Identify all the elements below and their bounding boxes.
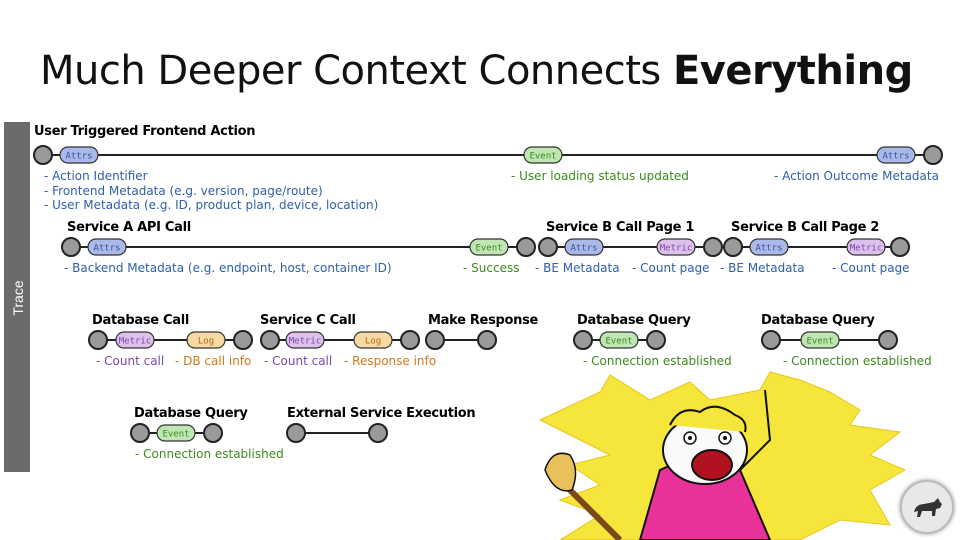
external-end-node	[368, 423, 388, 443]
note-frontend-3: - User Metadata (e.g. ID, product plan, …	[44, 198, 379, 212]
make-response-start-node	[425, 330, 445, 350]
db-query-1-end-node	[646, 330, 666, 350]
db-query-3-start-node	[130, 423, 150, 443]
cartoon-arm-raised	[739, 389, 772, 471]
cartoon-pupil-left	[688, 436, 692, 440]
service-c-start-node	[260, 330, 280, 350]
service-c-end-node	[400, 330, 420, 350]
db-query-2-start-node	[761, 330, 781, 350]
note-db-query-3: - Connection established	[135, 447, 284, 461]
frontend-event-label-1: Event	[529, 152, 556, 162]
cartoon-pupil-right	[723, 436, 727, 440]
span-title-db-query-3: Database Query	[134, 406, 248, 421]
note-db-call-log: - DB call info	[175, 354, 252, 368]
cartoon-hair	[669, 405, 747, 433]
service-a-attrs-label-0: Attrs	[93, 244, 120, 254]
service-b2-start-node	[723, 237, 743, 257]
service-b1-attrs-label-0: Attrs	[570, 244, 597, 254]
db-query-2-end-node	[878, 330, 898, 350]
db-query-1-event-pill-0	[599, 331, 639, 349]
frontend-attrs-pill-0	[59, 146, 99, 164]
db-query-3-event-pill-0	[156, 424, 196, 442]
note-service-b1-metric: - Count page	[632, 261, 710, 275]
db-call-metric-label-0: Metric	[119, 337, 152, 347]
service-c-log-label-1: Log	[365, 337, 381, 347]
note-frontend-2: - Frontend Metadata (e.g. version, page/…	[44, 184, 323, 198]
service-b1-end-node	[703, 237, 723, 257]
service-b2-metric-pill-1	[846, 238, 886, 256]
logo-dog-icon	[900, 480, 954, 534]
service-a-event-pill-1	[469, 238, 509, 256]
note-service-a-attrs: - Backend Metadata (e.g. endpoint, host,…	[64, 261, 392, 275]
note-frontend-event: - User loading status updated	[511, 169, 689, 183]
service-b1-metric-pill-1	[656, 238, 696, 256]
span-title-service-a: Service A API Call	[67, 220, 191, 235]
trace-sidebar	[4, 122, 30, 472]
span-title-service-b2: Service B Call Page 2	[731, 220, 880, 235]
db-call-log-label-1: Log	[198, 337, 214, 347]
service-b2-attrs-pill-0	[749, 238, 789, 256]
note-db-call-metric: - Count call	[96, 354, 165, 368]
service-a-end-node	[516, 237, 536, 257]
note-service-b2-attrs: - BE Metadata	[720, 261, 805, 275]
service-a-attrs-pill-0	[87, 238, 127, 256]
cartoon-mouth	[691, 449, 733, 481]
db-query-1-start-node	[573, 330, 593, 350]
service-b1-metric-label-1: Metric	[660, 244, 693, 254]
service-c-metric-label-0: Metric	[289, 337, 322, 347]
db-call-start-node	[88, 330, 108, 350]
service-b2-attrs-label-0: Attrs	[755, 244, 782, 254]
span-title-db-call: Database Call	[92, 313, 190, 328]
title-bold: Everything	[672, 48, 913, 94]
note-db-query-2: - Connection established	[783, 354, 932, 368]
span-title-external: External Service Execution	[287, 406, 476, 421]
service-a-start-node	[61, 237, 81, 257]
span-title-frontend: User Triggered Frontend Action	[34, 124, 256, 139]
external-start-node	[286, 423, 306, 443]
frontend-attrs-pill-2	[876, 146, 916, 164]
db-query-2-event-pill-0	[800, 331, 840, 349]
title-plain: Much Deeper Context Connects	[40, 48, 673, 94]
db-call-log-pill-1	[186, 331, 226, 349]
frontend-attrs-label-0: Attrs	[65, 152, 92, 162]
note-db-query-1: - Connection established	[583, 354, 732, 368]
dog-silhouette-icon	[914, 498, 942, 517]
frontend-attrs-label-2: Attrs	[882, 152, 909, 162]
note-service-b1-attrs: - BE Metadata	[535, 261, 620, 275]
span-title-db-query-1: Database Query	[577, 313, 691, 328]
span-title-service-b1: Service B Call Page 1	[546, 220, 695, 235]
frontend-start-node	[33, 145, 53, 165]
frontend-event-pill-1	[523, 146, 563, 164]
meme-illustration	[538, 371, 907, 540]
db-call-end-node	[233, 330, 253, 350]
note-service-a-event: - Success	[463, 261, 520, 275]
span-title-db-query-2: Database Query	[761, 313, 875, 328]
note-frontend-end: - Action Outcome Metadata	[774, 169, 939, 183]
service-b2-end-node	[890, 237, 910, 257]
service-c-log-pill-1	[353, 331, 393, 349]
note-service-b2-metric: - Count page	[832, 261, 910, 275]
service-b1-attrs-pill-0	[564, 238, 604, 256]
frontend-end-node	[923, 145, 943, 165]
slide-title: Much Deeper Context Connects Everything	[40, 48, 913, 94]
service-c-metric-pill-0	[285, 331, 325, 349]
db-query-2-event-label-0: Event	[806, 337, 833, 347]
db-query-1-event-label-0: Event	[605, 337, 632, 347]
service-b1-start-node	[538, 237, 558, 257]
db-call-metric-pill-0	[115, 331, 155, 349]
db-query-3-end-node	[203, 423, 223, 443]
span-title-service-c: Service C Call	[260, 313, 356, 328]
span-title-make-response: Make Response	[428, 313, 539, 328]
service-b2-metric-label-1: Metric	[850, 244, 883, 254]
broom-head	[544, 452, 577, 492]
db-query-3-event-label-0: Event	[162, 430, 189, 440]
service-a-event-label-1: Event	[475, 244, 502, 254]
make-response-end-node	[477, 330, 497, 350]
note-frontend-1: - Action Identifier	[44, 169, 148, 183]
note-service-c-log: - Response info	[344, 354, 437, 368]
note-service-c-metric: - Count call	[264, 354, 333, 368]
